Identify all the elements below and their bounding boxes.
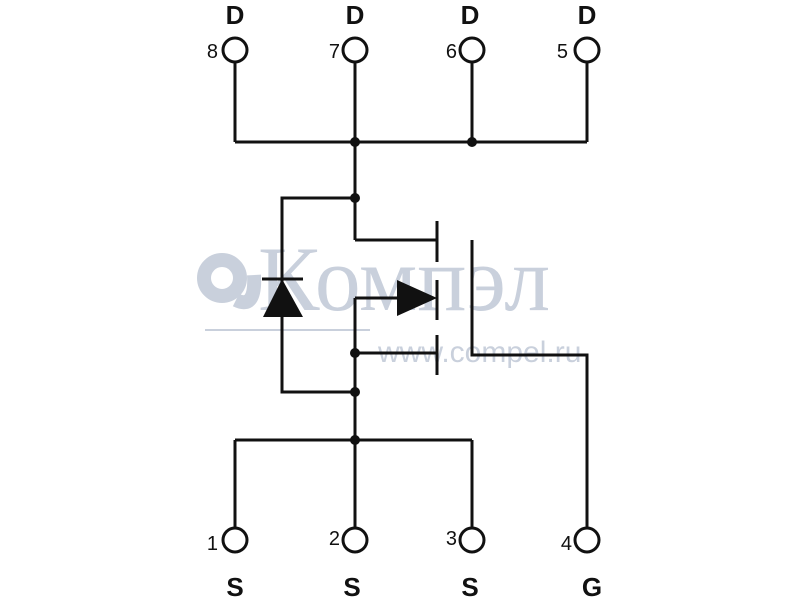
pin-number: 2 xyxy=(329,528,340,550)
pin-name: G xyxy=(582,572,602,600)
pin-number: 3 xyxy=(446,528,457,550)
pin-name: D xyxy=(461,0,480,30)
wires xyxy=(233,62,589,528)
pin-name: D xyxy=(346,0,365,30)
body-arrow-icon xyxy=(397,280,437,316)
pin-8: D 8 xyxy=(207,0,249,64)
pin-name: D xyxy=(578,0,597,30)
pin-number: 6 xyxy=(446,41,457,63)
pin-5: D 5 xyxy=(557,0,601,64)
pin-3: S 3 xyxy=(446,526,486,600)
pin-6: D 6 xyxy=(446,0,486,64)
pin-number: 7 xyxy=(329,41,340,63)
pin-2: S 2 xyxy=(329,526,369,600)
bottom-pins: S 1 S 2 S 3 G 4 xyxy=(207,526,602,600)
pin-number: 4 xyxy=(561,533,572,555)
junction-dots xyxy=(350,137,477,445)
pin-number: 1 xyxy=(207,533,218,555)
watermark-brand: Компэл xyxy=(258,228,550,330)
watermark: Компэл www.compel.ru xyxy=(197,228,581,369)
pin-name: D xyxy=(226,0,245,30)
pin-name: S xyxy=(343,572,360,600)
pin-4: G 4 xyxy=(561,526,602,600)
watermark-logo-icon xyxy=(197,253,262,310)
top-pins: D 8 D 7 D 6 D 5 xyxy=(207,0,601,64)
pin-name: S xyxy=(226,572,243,600)
pin-7: D 7 xyxy=(329,0,369,64)
pin-number: 8 xyxy=(207,41,218,63)
pin-name: S xyxy=(461,572,478,600)
body-diode-icon xyxy=(263,279,303,317)
pin-number: 5 xyxy=(557,41,568,63)
pin-1: S 1 xyxy=(207,526,249,600)
